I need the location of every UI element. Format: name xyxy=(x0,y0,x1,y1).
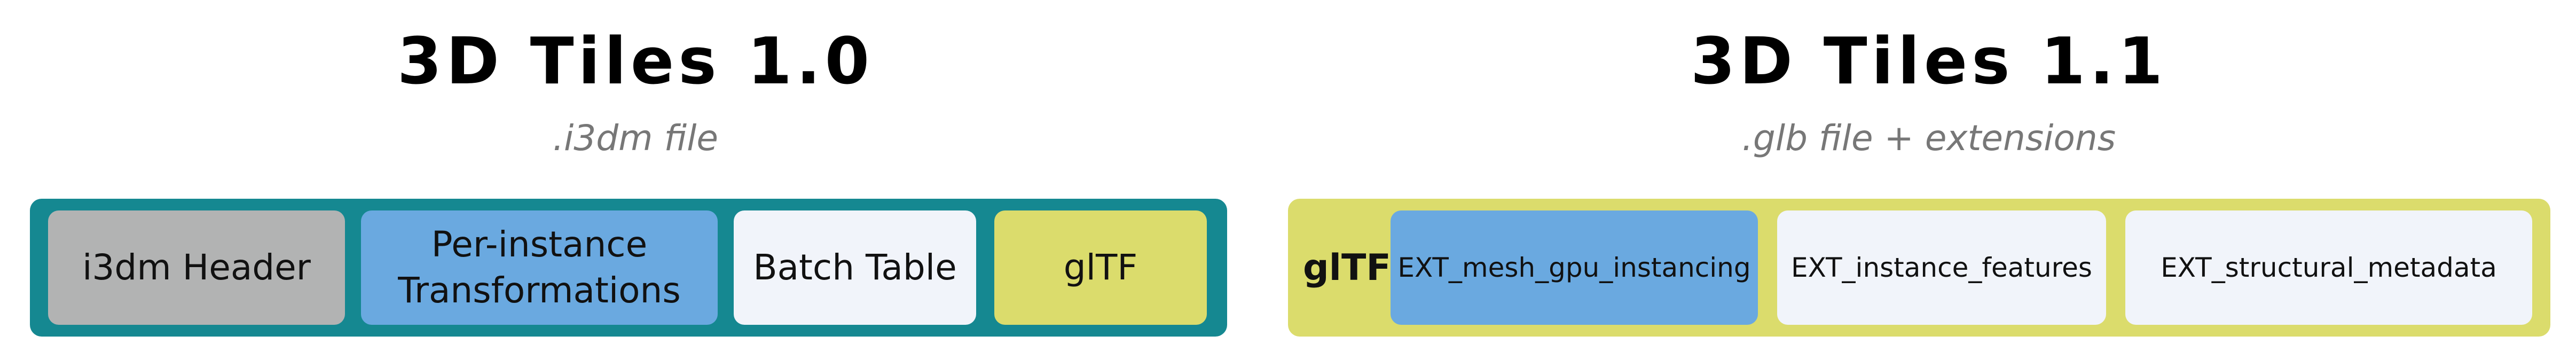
tiles-1-0-panel: 3D Tiles 1.0 .i3dm file xyxy=(0,0,1271,359)
ext-structural-metadata-label: EXT_structural_metadata xyxy=(2161,252,2497,283)
batch-table-label: Batch Table xyxy=(753,247,957,288)
tiles-1-1-panel: 3D Tiles 1.1 .glb file + extensions xyxy=(1282,0,2576,359)
i3dm-file-container: i3dm Header Per-instance Transformations… xyxy=(30,199,1227,337)
gltf-container-label: glTF xyxy=(1303,246,1391,289)
tiles-1-1-title: 3D Tiles 1.1 xyxy=(1690,25,2167,99)
i3dm-header-box: i3dm Header xyxy=(48,210,345,325)
gltf-box: glTF xyxy=(994,210,1207,325)
ext-structural-metadata-box: EXT_structural_metadata xyxy=(2125,210,2532,325)
ext-instance-features-label: EXT_instance_features xyxy=(1791,252,2092,283)
tiles-1-1-subtitle: .glb file + extensions xyxy=(1741,118,2116,159)
batch-table-box: Batch Table xyxy=(734,210,976,325)
tiles-1-0-title: 3D Tiles 1.0 xyxy=(397,25,874,99)
i3dm-header-label: i3dm Header xyxy=(82,247,311,288)
gltf-box-label: glTF xyxy=(1063,247,1138,288)
ext-mesh-gpu-instancing-box: EXT_mesh_gpu_instancing xyxy=(1391,210,1758,325)
tiles-1-0-subtitle: .i3dm file xyxy=(552,118,719,159)
per-instance-transformations-box: Per-instance Transformations xyxy=(361,210,718,325)
per-instance-transformations-label: Per-instance Transformations xyxy=(398,224,681,311)
ext-instance-features-box: EXT_instance_features xyxy=(1777,210,2106,325)
ext-mesh-gpu-instancing-label: EXT_mesh_gpu_instancing xyxy=(1397,252,1751,283)
glb-file-container: glTF EXT_mesh_gpu_instancing EXT_instanc… xyxy=(1288,199,2550,337)
